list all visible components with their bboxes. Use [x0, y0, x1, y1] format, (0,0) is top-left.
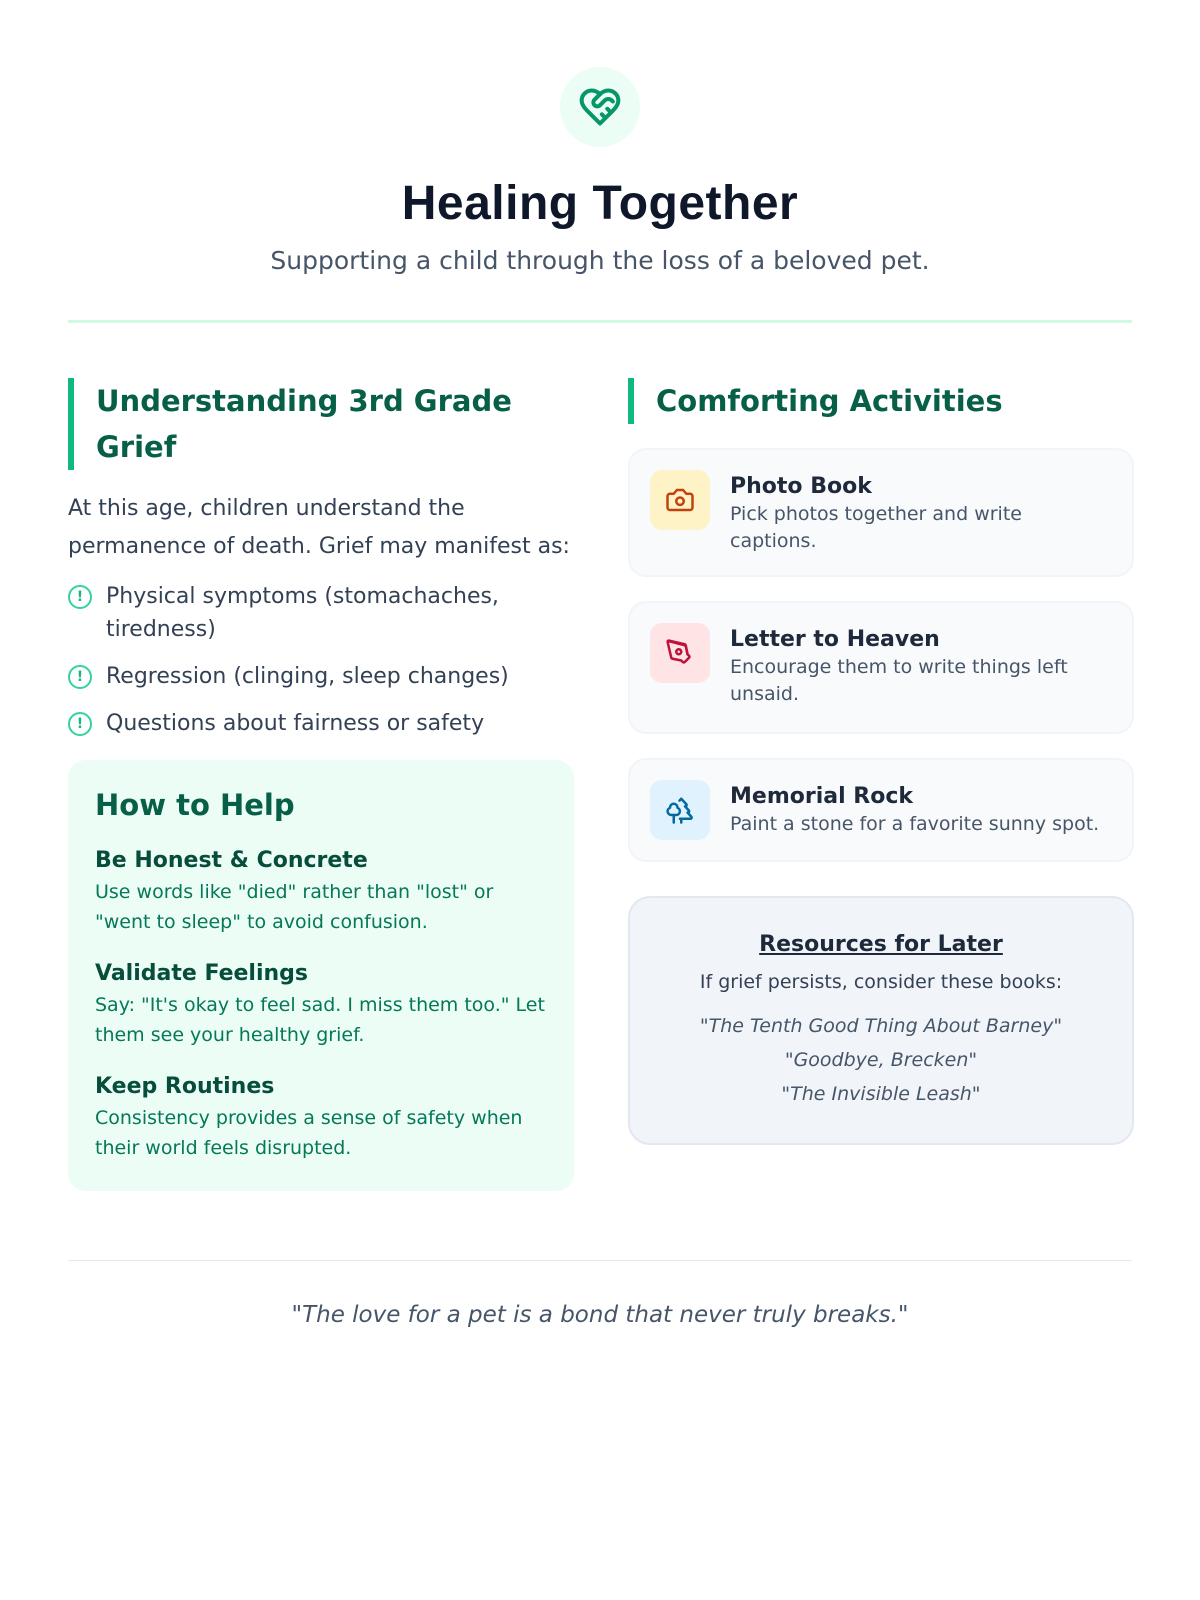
- list-item: ! Regression (clinging, sleep changes): [68, 660, 574, 693]
- help-item-title: Validate Feelings: [95, 961, 309, 986]
- footer-quote: "The love for a pet is a bond that never…: [291, 1302, 909, 1328]
- symptom-text: Regression (clinging, sleep changes): [106, 664, 509, 689]
- activity-text: Paint a stone for a favorite sunny spot.: [730, 813, 1100, 835]
- grief-intro: At this age, children understand the per…: [68, 496, 570, 559]
- book-title: "The Invisible Leash": [781, 1083, 981, 1105]
- help-item-text: Say: "It's okay to feel sad. I miss them…: [95, 994, 545, 1046]
- symptom-text: Physical symptoms (stomachaches, tiredne…: [106, 584, 499, 642]
- alert-circle-icon: !: [68, 585, 92, 609]
- page-title: Healing Together: [401, 177, 799, 230]
- help-item-text: Use words like "died" rather than "lost"…: [95, 881, 494, 933]
- activity-title: Memorial Rock: [730, 784, 914, 809]
- resources-lead: If grief persists, consider these books:: [699, 971, 1063, 993]
- symptom-text: Questions about fairness or safety: [106, 711, 485, 736]
- resources-heading: Resources for Later: [759, 932, 1003, 957]
- activity-title: Letter to Heaven: [730, 627, 940, 652]
- activity-text: Encourage them to write things left unsa…: [730, 656, 1068, 705]
- trees-icon: [650, 780, 710, 840]
- list-item: ! Physical symptoms (stomachaches, tiredn…: [68, 580, 574, 646]
- book-title: "The Tenth Good Thing About Barney": [699, 1015, 1063, 1037]
- grief-section: Understanding 3rd Grade Grief At this ag…: [68, 378, 574, 1191]
- pen-nib-icon: [650, 623, 710, 683]
- alert-circle-icon: !: [68, 712, 92, 736]
- list-item: ! Questions about fairness or safety: [68, 707, 574, 740]
- heart-handshake-icon: [560, 67, 640, 147]
- alert-circle-icon: !: [68, 665, 92, 689]
- book-title: "Goodbye, Brecken": [784, 1049, 978, 1071]
- header-divider: [68, 320, 1132, 323]
- help-item-title: Keep Routines: [95, 1074, 275, 1099]
- help-heading: How to Help: [95, 788, 295, 822]
- help-item-title: Be Honest & Concrete: [95, 848, 368, 873]
- footer-divider: [68, 1260, 1132, 1261]
- activity-text: Pick photos together and write captions.: [730, 503, 1022, 552]
- symptom-list: ! Physical symptoms (stomachaches, tiredn…: [68, 580, 574, 740]
- page-subtitle: Supporting a child through the loss of a…: [270, 246, 930, 275]
- help-item-text: Consistency provides a sense of safety w…: [95, 1107, 523, 1159]
- activities-heading: Comforting Activities: [628, 378, 1134, 424]
- camera-icon: [650, 470, 710, 530]
- grief-heading: Understanding 3rd Grade Grief: [68, 378, 574, 470]
- resources-box: Resources for Later If grief persists, c…: [628, 896, 1134, 1145]
- activity-title: Photo Book: [730, 474, 872, 499]
